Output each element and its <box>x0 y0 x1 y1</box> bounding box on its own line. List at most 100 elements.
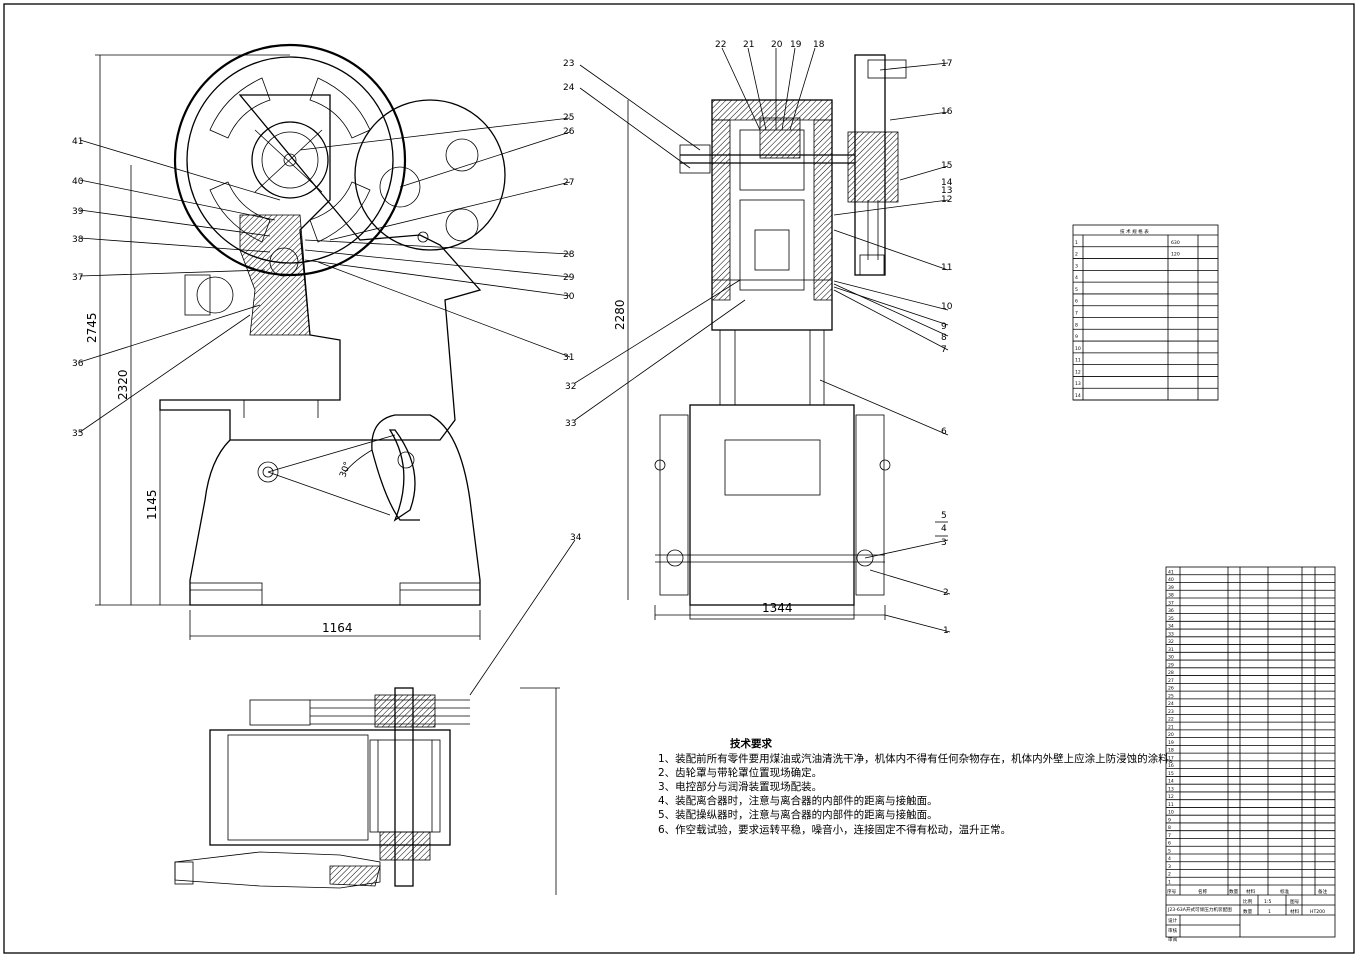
bom-row-number: 15 <box>1168 771 1174 777</box>
part-label-1: 1 <box>943 626 949 636</box>
part-label-31: 31 <box>563 353 574 363</box>
spec-row-number: 9 <box>1075 334 1078 340</box>
spec-table-title: 技 术 规 格 表 <box>1120 228 1149 235</box>
part-label-25: 25 <box>563 113 574 123</box>
bom-row-number: 3 <box>1168 864 1171 870</box>
drawing-border <box>3 3 1355 954</box>
bom-row-number: 29 <box>1168 662 1174 668</box>
dim-overall-height: 2745 <box>85 312 99 343</box>
part-label-40: 40 <box>72 177 84 187</box>
spec-row-number: 2 <box>1075 252 1078 258</box>
bom-row-number: 12 <box>1168 794 1174 800</box>
bom-row-number: 6 <box>1168 841 1171 847</box>
spec-row-number: 1 <box>1075 240 1078 246</box>
bom-row-number: 5 <box>1168 848 1171 854</box>
part-label-21: 21 <box>743 40 754 50</box>
part-label-37: 37 <box>72 273 83 283</box>
dim-body-height: 2320 <box>116 369 130 400</box>
bom-row-number: 2 <box>1168 872 1171 878</box>
part-label-23: 23 <box>563 59 574 69</box>
part-label-20: 20 <box>771 40 783 50</box>
requirements-title: 技术要求 <box>730 737 772 750</box>
approver-label: 审阅 <box>1168 936 1178 943</box>
checker-label: 审核 <box>1168 927 1178 934</box>
bom-header-standard: 标准 <box>1280 888 1290 895</box>
part-label-30: 30 <box>563 292 575 302</box>
part-label-9: 9 <box>941 322 947 332</box>
part-label-26: 26 <box>563 127 575 137</box>
qty-value: 1 <box>1268 909 1271 915</box>
bom-row-number: 33 <box>1168 631 1174 637</box>
bom-row-number: 16 <box>1168 763 1174 769</box>
bom-row-number: 34 <box>1168 624 1174 630</box>
spec-row-number: 13 <box>1075 381 1081 387</box>
part-label-33: 33 <box>565 419 576 429</box>
bom-row-number: 35 <box>1168 616 1174 622</box>
part-label-4: 4 <box>941 524 947 534</box>
bom-row-number: 28 <box>1168 670 1174 676</box>
bom-row-number: 40 <box>1168 577 1174 583</box>
bom-row-number: 8 <box>1168 825 1171 831</box>
bom-row-number: 14 <box>1168 779 1174 785</box>
bom-header-qty: 数量 <box>1229 888 1239 895</box>
part-label-24: 24 <box>563 83 575 93</box>
part-label-2: 2 <box>943 588 949 598</box>
bom-row-number: 18 <box>1168 748 1174 754</box>
bom-row-number: 7 <box>1168 833 1171 839</box>
bom-row-number: 26 <box>1168 686 1174 692</box>
part-label-22: 22 <box>715 40 726 50</box>
sheet-label: 图号 <box>1290 899 1300 905</box>
bom-header-name: 名称 <box>1198 888 1208 895</box>
plan-view <box>174 687 560 895</box>
part-label-32: 32 <box>565 382 576 392</box>
spec-row-number: 10 <box>1075 346 1081 352</box>
spec-row-number: 7 <box>1075 311 1078 317</box>
bom-row-number: 37 <box>1168 600 1174 606</box>
spec-row-number: 11 <box>1075 358 1081 364</box>
requirement-line-4: 4、装配离合器时，注意与离合器的内部件的距离与接触面。 <box>658 794 938 807</box>
scale-label: 比例 <box>1243 898 1253 905</box>
part-label-39: 39 <box>72 207 84 217</box>
spec-row-number: 4 <box>1075 275 1078 281</box>
part-label-35: 35 <box>72 429 83 439</box>
bom-row-number: 22 <box>1168 717 1174 723</box>
bom-row-number: 20 <box>1168 732 1174 738</box>
part-label-27: 27 <box>563 178 574 188</box>
part-labels: 1 2 3 4 5 6 7 8 9 10 11 12 13 14 15 16 1… <box>72 40 953 696</box>
part-label-10: 10 <box>941 302 953 312</box>
spec-row-number: 8 <box>1075 322 1078 328</box>
mat-value: HT200 <box>1310 909 1325 915</box>
mat-label: 材料 <box>1290 908 1300 915</box>
spec-row-number: 3 <box>1075 263 1078 269</box>
dim-base-width-front: 1164 <box>322 621 353 635</box>
bom-row-number: 30 <box>1168 655 1174 661</box>
spec-row-number: 12 <box>1075 369 1081 375</box>
angle-label: 30° <box>338 461 353 479</box>
spec-value-1: 630 <box>1171 240 1180 246</box>
part-label-19: 19 <box>790 40 802 50</box>
bom-row-number: 9 <box>1168 817 1171 823</box>
dim-base-height: 1145 <box>145 489 159 520</box>
part-label-28: 28 <box>563 250 575 260</box>
bom-row-number: 25 <box>1168 693 1174 699</box>
bom-row-number: 36 <box>1168 608 1174 614</box>
part-label-34: 34 <box>570 533 582 543</box>
bom-row-number: 4 <box>1168 856 1171 862</box>
bom-row-number: 27 <box>1168 678 1174 684</box>
bom-row-number: 19 <box>1168 740 1174 746</box>
part-label-13: 13 <box>941 186 952 196</box>
requirement-line-6: 6、作空载试验，要求运转平稳，噪音小，连接固定不得有松动，温升正常。 <box>658 823 1011 836</box>
requirement-line-3: 3、电控部分与润滑装置现场配装。 <box>658 780 822 793</box>
bom-row-number: 13 <box>1168 786 1174 792</box>
bom-row-number: 21 <box>1168 724 1174 730</box>
part-label-6: 6 <box>941 427 947 437</box>
bom-row-number: 31 <box>1168 647 1174 653</box>
bom-row-number: 10 <box>1168 810 1174 816</box>
qty-label: 数量 <box>1243 908 1253 915</box>
bom-header-no: 序号 <box>1167 888 1177 895</box>
designer-label: 设计 <box>1168 917 1178 924</box>
bom-table: 4140393837363534333231302928272625242322… <box>1165 566 1336 943</box>
part-label-38: 38 <box>72 235 84 245</box>
